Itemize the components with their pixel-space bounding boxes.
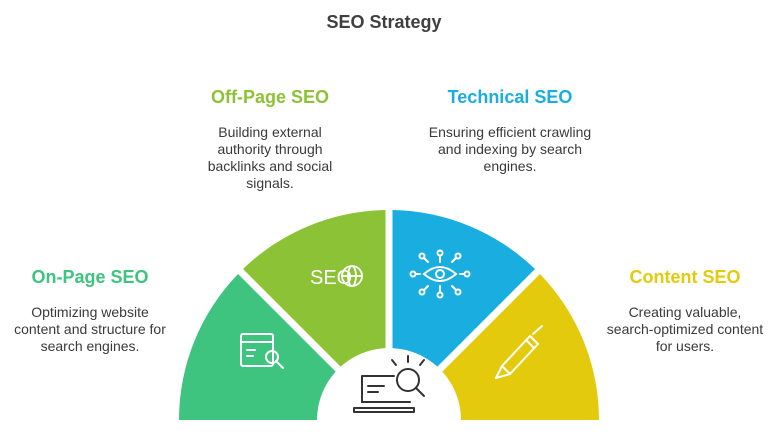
onpage-heading: On-Page SEO: [31, 267, 149, 287]
network-eye-icon: [409, 249, 471, 299]
technical-description: Ensuring efficient crawling and indexing…: [428, 124, 592, 174]
offpage-heading: Off-Page SEO: [210, 87, 330, 107]
onpage-description: Optimizing website content and structure…: [14, 304, 166, 354]
seo-icon-text: SEO: [310, 267, 352, 289]
section-technical: Technical SEO Ensuring efficient crawlin…: [420, 86, 600, 175]
diagram-title: SEO Strategy: [326, 12, 442, 32]
content-description: Creating valuable, search-optimized cont…: [606, 304, 764, 354]
pen-icon: [495, 325, 543, 379]
laptop-search-icon: [353, 355, 425, 413]
section-content: Content SEO Creating valuable, search-op…: [605, 266, 765, 355]
section-onpage: On-Page SEO Optimizing website content a…: [10, 266, 170, 355]
content-heading: Content SEO: [629, 267, 741, 287]
technical-heading: Technical SEO: [447, 87, 573, 107]
arc-segments: [179, 210, 599, 420]
segment-technical: [392, 210, 535, 367]
segment-offpage: [243, 210, 386, 367]
seo-globe-icon: SEO: [310, 265, 363, 289]
segment-onpage: [179, 274, 336, 420]
browser-search-icon: [240, 333, 284, 369]
section-offpage: Off-Page SEO Building external authority…: [190, 86, 350, 192]
offpage-description: Building external authority through back…: [207, 124, 333, 191]
